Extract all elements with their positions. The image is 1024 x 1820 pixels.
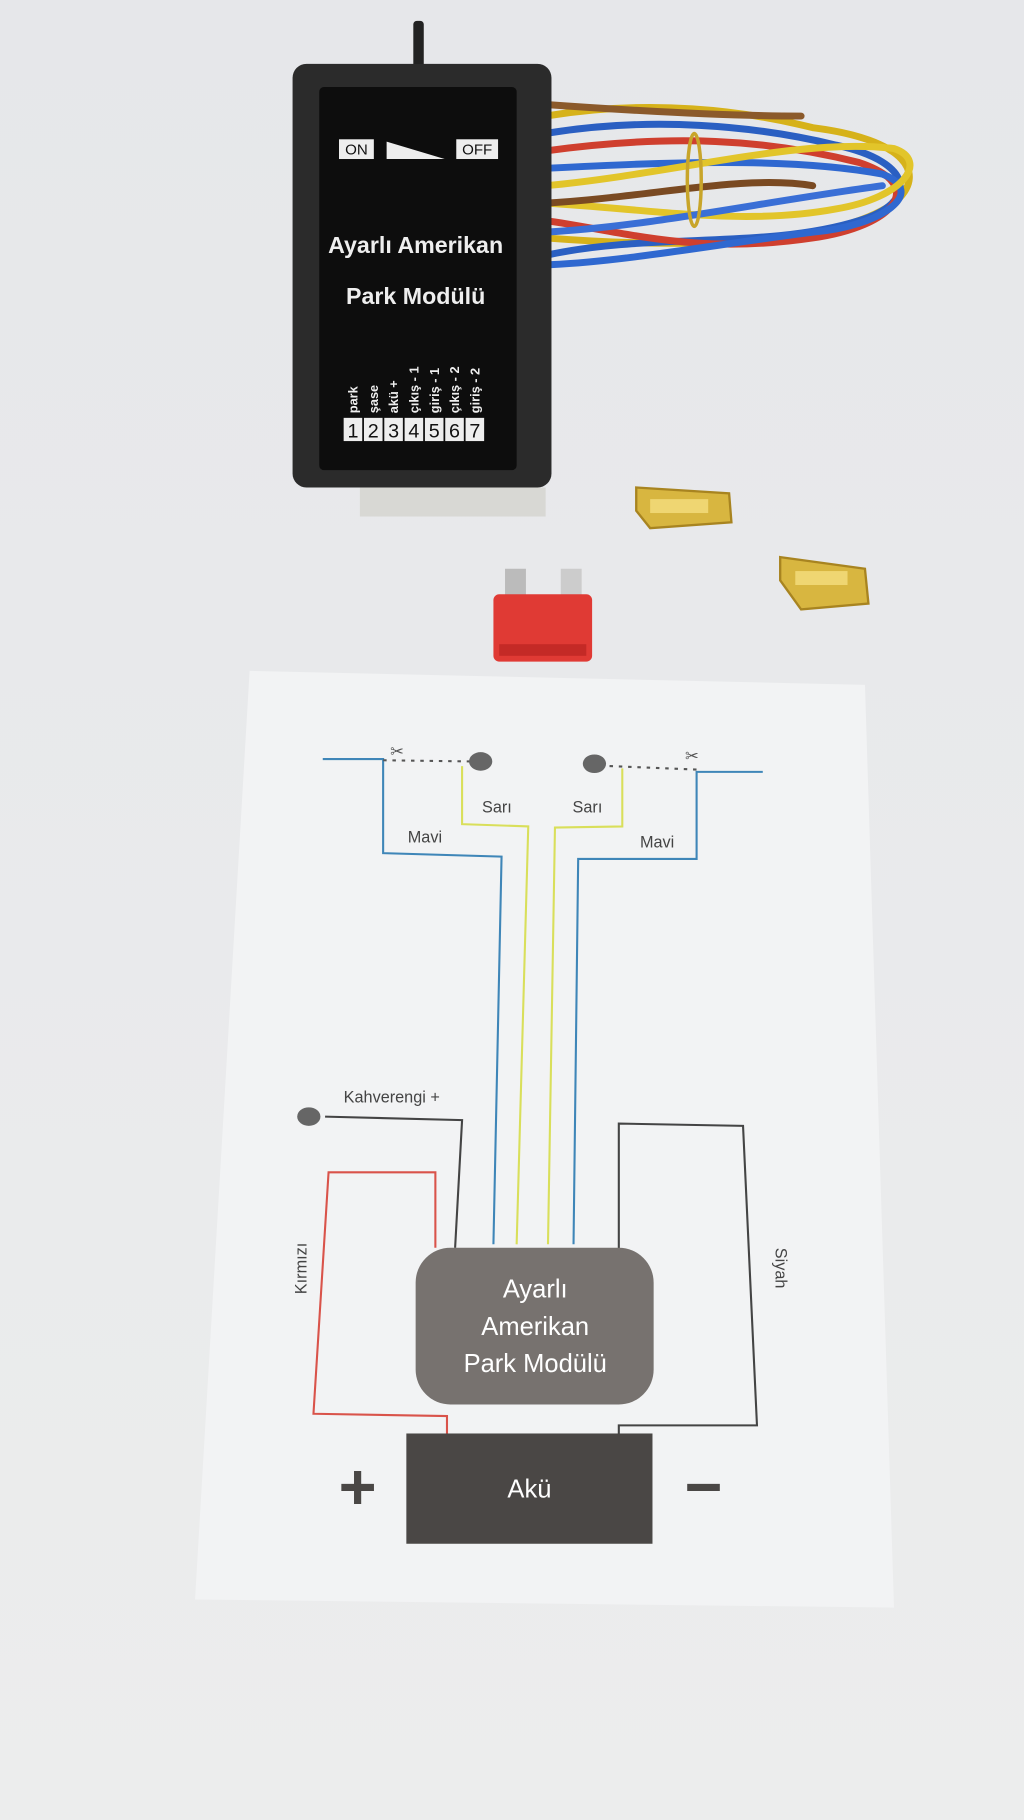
diagram-module-line1: Ayarlı [503,1276,568,1304]
pin-number: 7 [469,421,480,443]
switch-knob[interactable] [413,20,424,68]
pin-label: park [346,385,361,413]
park-module: ON OFF Ayarlı Amerikan Park Modülü 1 park… [292,20,552,517]
plus-sign: + [339,1450,377,1523]
wire-black [617,1122,759,1440]
minus-sign: − [685,1450,723,1523]
pin-number: 4 [408,421,419,443]
wire-yellow-right [546,768,624,1245]
label-mavi-right: Mavi [640,833,674,851]
bulb-icon [582,754,607,774]
wire-blue-right [572,770,763,1245]
bulb-icon [297,1107,321,1126]
label-mavi-left: Mavi [408,829,442,847]
label-kahverengi: Kahverengi + [344,1089,440,1107]
pin-box [445,417,464,442]
crimp-terminal [779,555,870,611]
label-sari-left: Sarı [482,799,512,817]
wire-yellow-left [461,766,530,1245]
pin-number: 5 [429,421,440,443]
pin-box [363,417,383,442]
pin-label: giriş - 1 [427,368,442,413]
pin-box [404,417,424,442]
pin-box [343,417,363,442]
wire-blue-left [322,758,503,1245]
pin-number: 6 [449,421,460,443]
switch-on-label: ON [345,141,368,158]
pin-label: giriş - 2 [467,368,482,413]
connector [359,487,546,517]
pin-number: 2 [368,421,379,443]
diagram-module-box [415,1247,654,1405]
blade-fuse [493,568,593,662]
scissors-icon: ✂ [390,743,404,761]
diagram-module-line2: Amerikan [481,1313,589,1341]
wire-bundle [542,100,914,269]
bulb-icon [469,752,493,771]
wiring-diagram-sheet: ✂ ✂ Sarı Sarı Mavi Mavi Kahverengi + Kır… [195,670,894,1608]
diagram-module-line3: Park Modülü [464,1350,607,1378]
pin-label: çıkış - 1 [407,366,422,413]
scissors-icon: ✂ [685,747,699,765]
pin-list: 1 park 2 şase 3 akü + 4 çıkış - 1 5 giriş - 1 6 çık… [343,366,485,443]
crimp-terminal [635,486,733,530]
pin-label: şase [366,385,381,413]
label-sari-right: Sarı [573,799,603,817]
label-kirmizi: Kırmızı [293,1243,311,1294]
switch-off-label: OFF [462,141,492,158]
module-title-line2: Park Modülü [346,283,485,309]
wire-brown [325,1115,464,1248]
battery-label: Akü [507,1475,551,1503]
wire-red [312,1171,449,1434]
pin-box [424,417,444,442]
pin-box [384,417,403,442]
pin-number: 1 [347,421,358,443]
pin-box [465,417,485,442]
diagram-battery [406,1433,653,1544]
pin-label: çıkış - 2 [447,366,462,413]
pin-number: 3 [388,421,399,443]
pin-label: akü + [386,380,401,413]
module-title-line1: Ayarlı Amerikan [328,232,503,258]
label-siyah: Siyah [772,1248,790,1289]
